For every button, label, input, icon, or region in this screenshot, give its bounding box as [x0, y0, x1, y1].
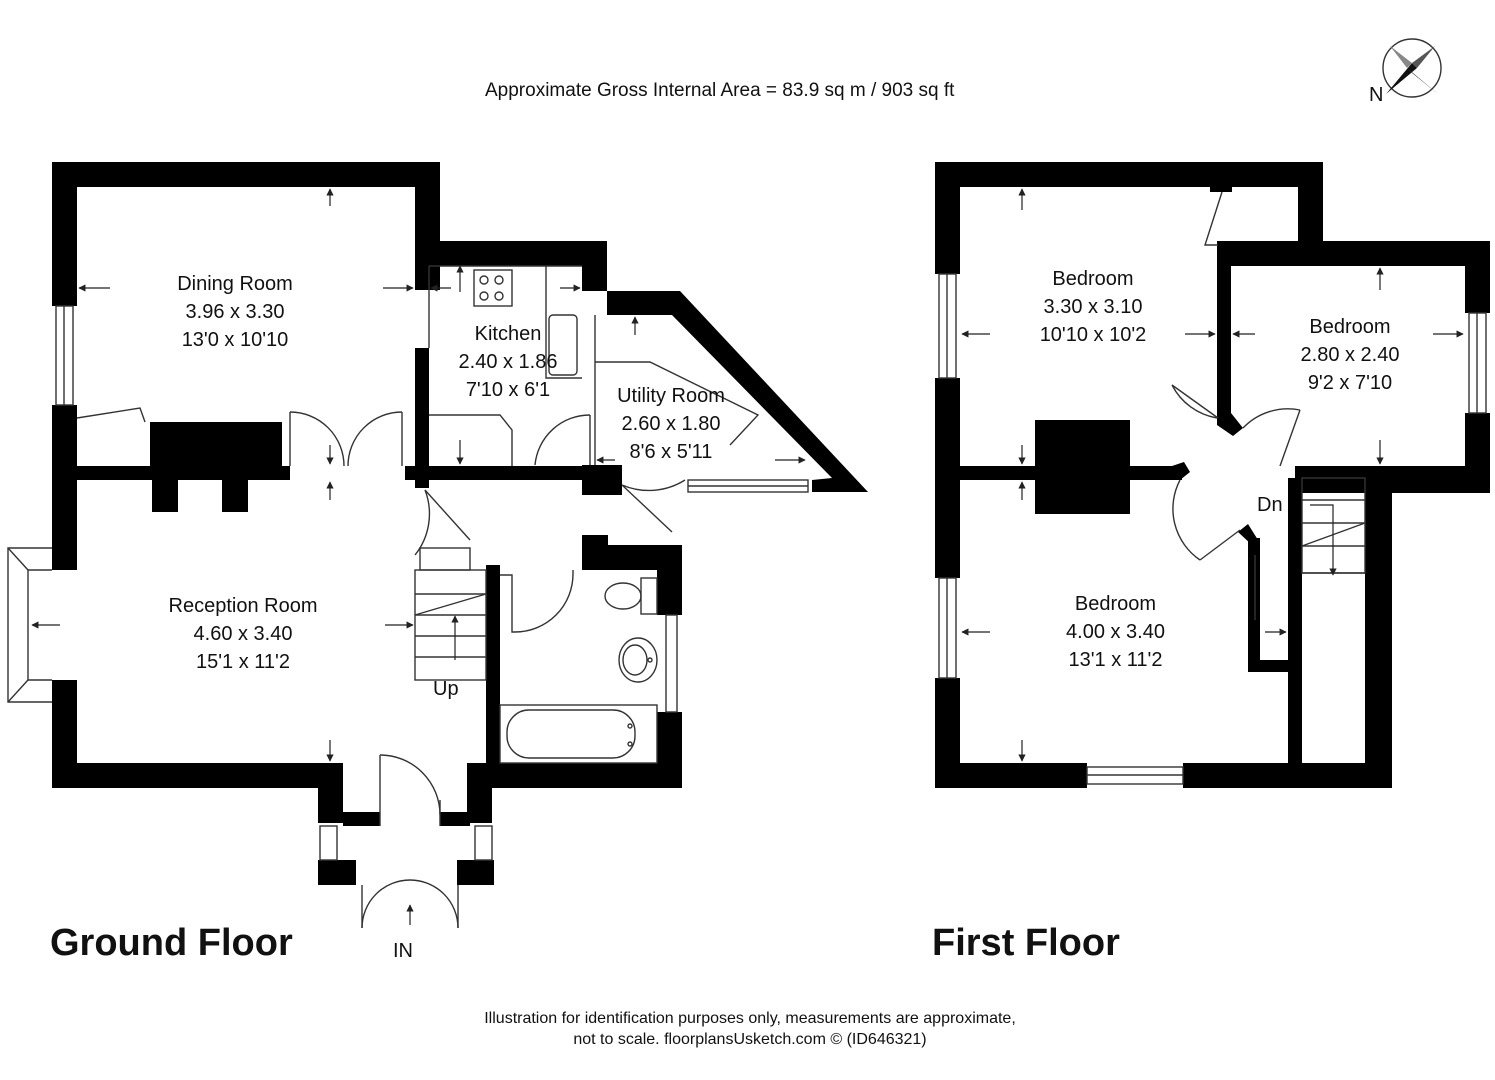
room-label-bedroom-2: Bedroom 2.80 x 2.40 9'2 x 7'10	[1300, 316, 1400, 394]
room-label-kitchen: Kitchen 2.40 x 1.86 7'10 x 6'1	[458, 323, 558, 401]
compass-icon	[1382, 38, 1442, 98]
disclaimer-line-2: not to scale. floorplansUsketch.com © (I…	[573, 1031, 927, 1048]
stairs-down-label: Dn	[1257, 494, 1283, 516]
ground-floor-details	[7, 265, 809, 929]
gross-internal-area: Approximate Gross Internal Area = 83.9 s…	[485, 80, 955, 101]
compass-north-label: N	[1369, 84, 1384, 106]
room-label-bedroom-1: Bedroom 3.30 x 3.10 10'10 x 10'2	[1039, 268, 1147, 346]
room-label-reception-room: Reception Room 4.60 x 3.40 15'1 x 11'2	[168, 595, 318, 673]
first-floor-dimension-arrows	[961, 188, 1464, 762]
first-floor-walls	[935, 162, 1490, 788]
ground-floor-walls	[52, 162, 868, 885]
room-label-bedroom-3: Bedroom 4.00 x 3.40 13'1 x 11'2	[1066, 593, 1165, 671]
ground-floor-dimension-arrows	[31, 188, 806, 925]
first-floor-title: First Floor	[932, 922, 1120, 964]
room-label-dining-room: Dining Room 3.96 x 3.30 13'0 x 10'10	[177, 273, 293, 351]
entrance-label: IN	[393, 940, 413, 962]
room-label-utility-room: Utility Room 2.60 x 1.80 8'6 x 5'11	[617, 385, 725, 463]
disclaimer-line-1: Illustration for identification purposes…	[484, 1010, 1016, 1027]
stairs-up-label: Up	[433, 678, 459, 700]
ground-floor-title: Ground Floor	[50, 922, 293, 964]
first-floor-details	[938, 191, 1487, 785]
disclaimer-footer: Illustration for identification purposes…	[440, 1008, 1060, 1050]
